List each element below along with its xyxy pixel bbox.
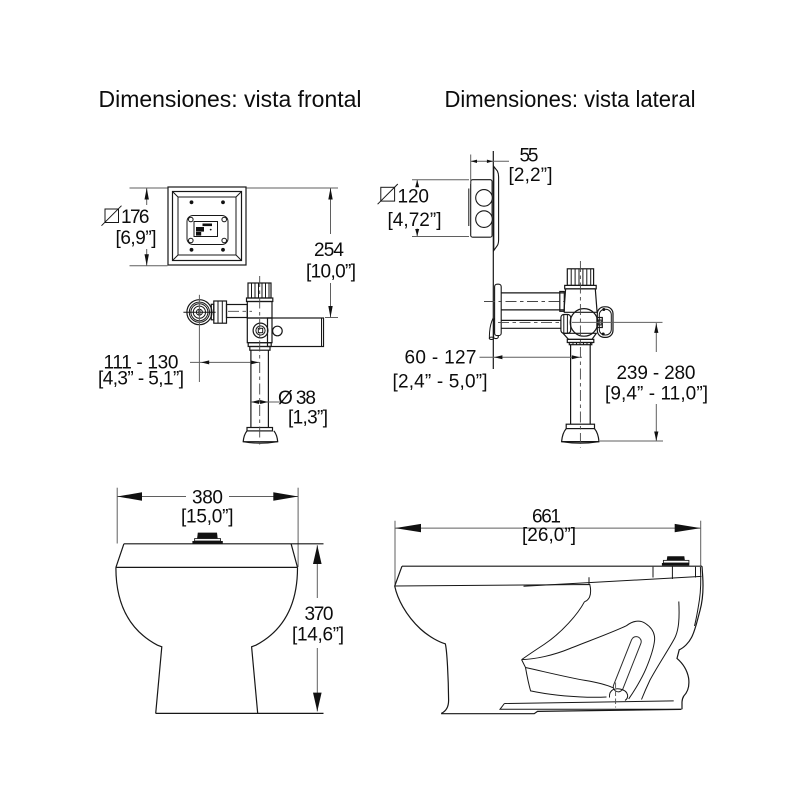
- svg-text:111 - 130: 111 - 130: [104, 352, 179, 373]
- svg-text:[26,0”]: [26,0”]: [522, 525, 576, 546]
- svg-text:Dimensiones: vista lateral: Dimensiones: vista lateral: [445, 86, 696, 112]
- svg-text:55: 55: [520, 146, 539, 167]
- svg-text:[9,4” - 11,0”]: [9,4” - 11,0”]: [605, 384, 708, 405]
- svg-text:[6,9”]: [6,9”]: [116, 228, 157, 249]
- svg-text:[14,6”]: [14,6”]: [292, 625, 344, 646]
- svg-text:[10,0”]: [10,0”]: [306, 262, 356, 283]
- svg-text:176: 176: [121, 207, 150, 228]
- svg-text:380: 380: [192, 488, 223, 509]
- svg-text:[2,4” - 5,0”]: [2,4” - 5,0”]: [393, 372, 488, 393]
- svg-text:[4,3” - 5,1”]: [4,3” - 5,1”]: [98, 369, 184, 390]
- svg-text:[15,0”]: [15,0”]: [181, 507, 234, 528]
- svg-text:Dimensiones: vista frontal: Dimensiones: vista frontal: [99, 86, 362, 112]
- svg-text:Ø 38: Ø 38: [278, 388, 316, 409]
- svg-text:239 - 280: 239 - 280: [617, 363, 696, 384]
- svg-text:661: 661: [532, 507, 561, 528]
- svg-text:[4,72”]: [4,72”]: [388, 210, 442, 231]
- svg-text:[2,2”]: [2,2”]: [509, 165, 553, 186]
- svg-text:120: 120: [398, 187, 430, 208]
- svg-text:254: 254: [314, 240, 344, 261]
- svg-text:60 - 127: 60 - 127: [405, 347, 477, 368]
- svg-text:[1,3”]: [1,3”]: [288, 408, 328, 429]
- svg-text:370: 370: [305, 604, 334, 625]
